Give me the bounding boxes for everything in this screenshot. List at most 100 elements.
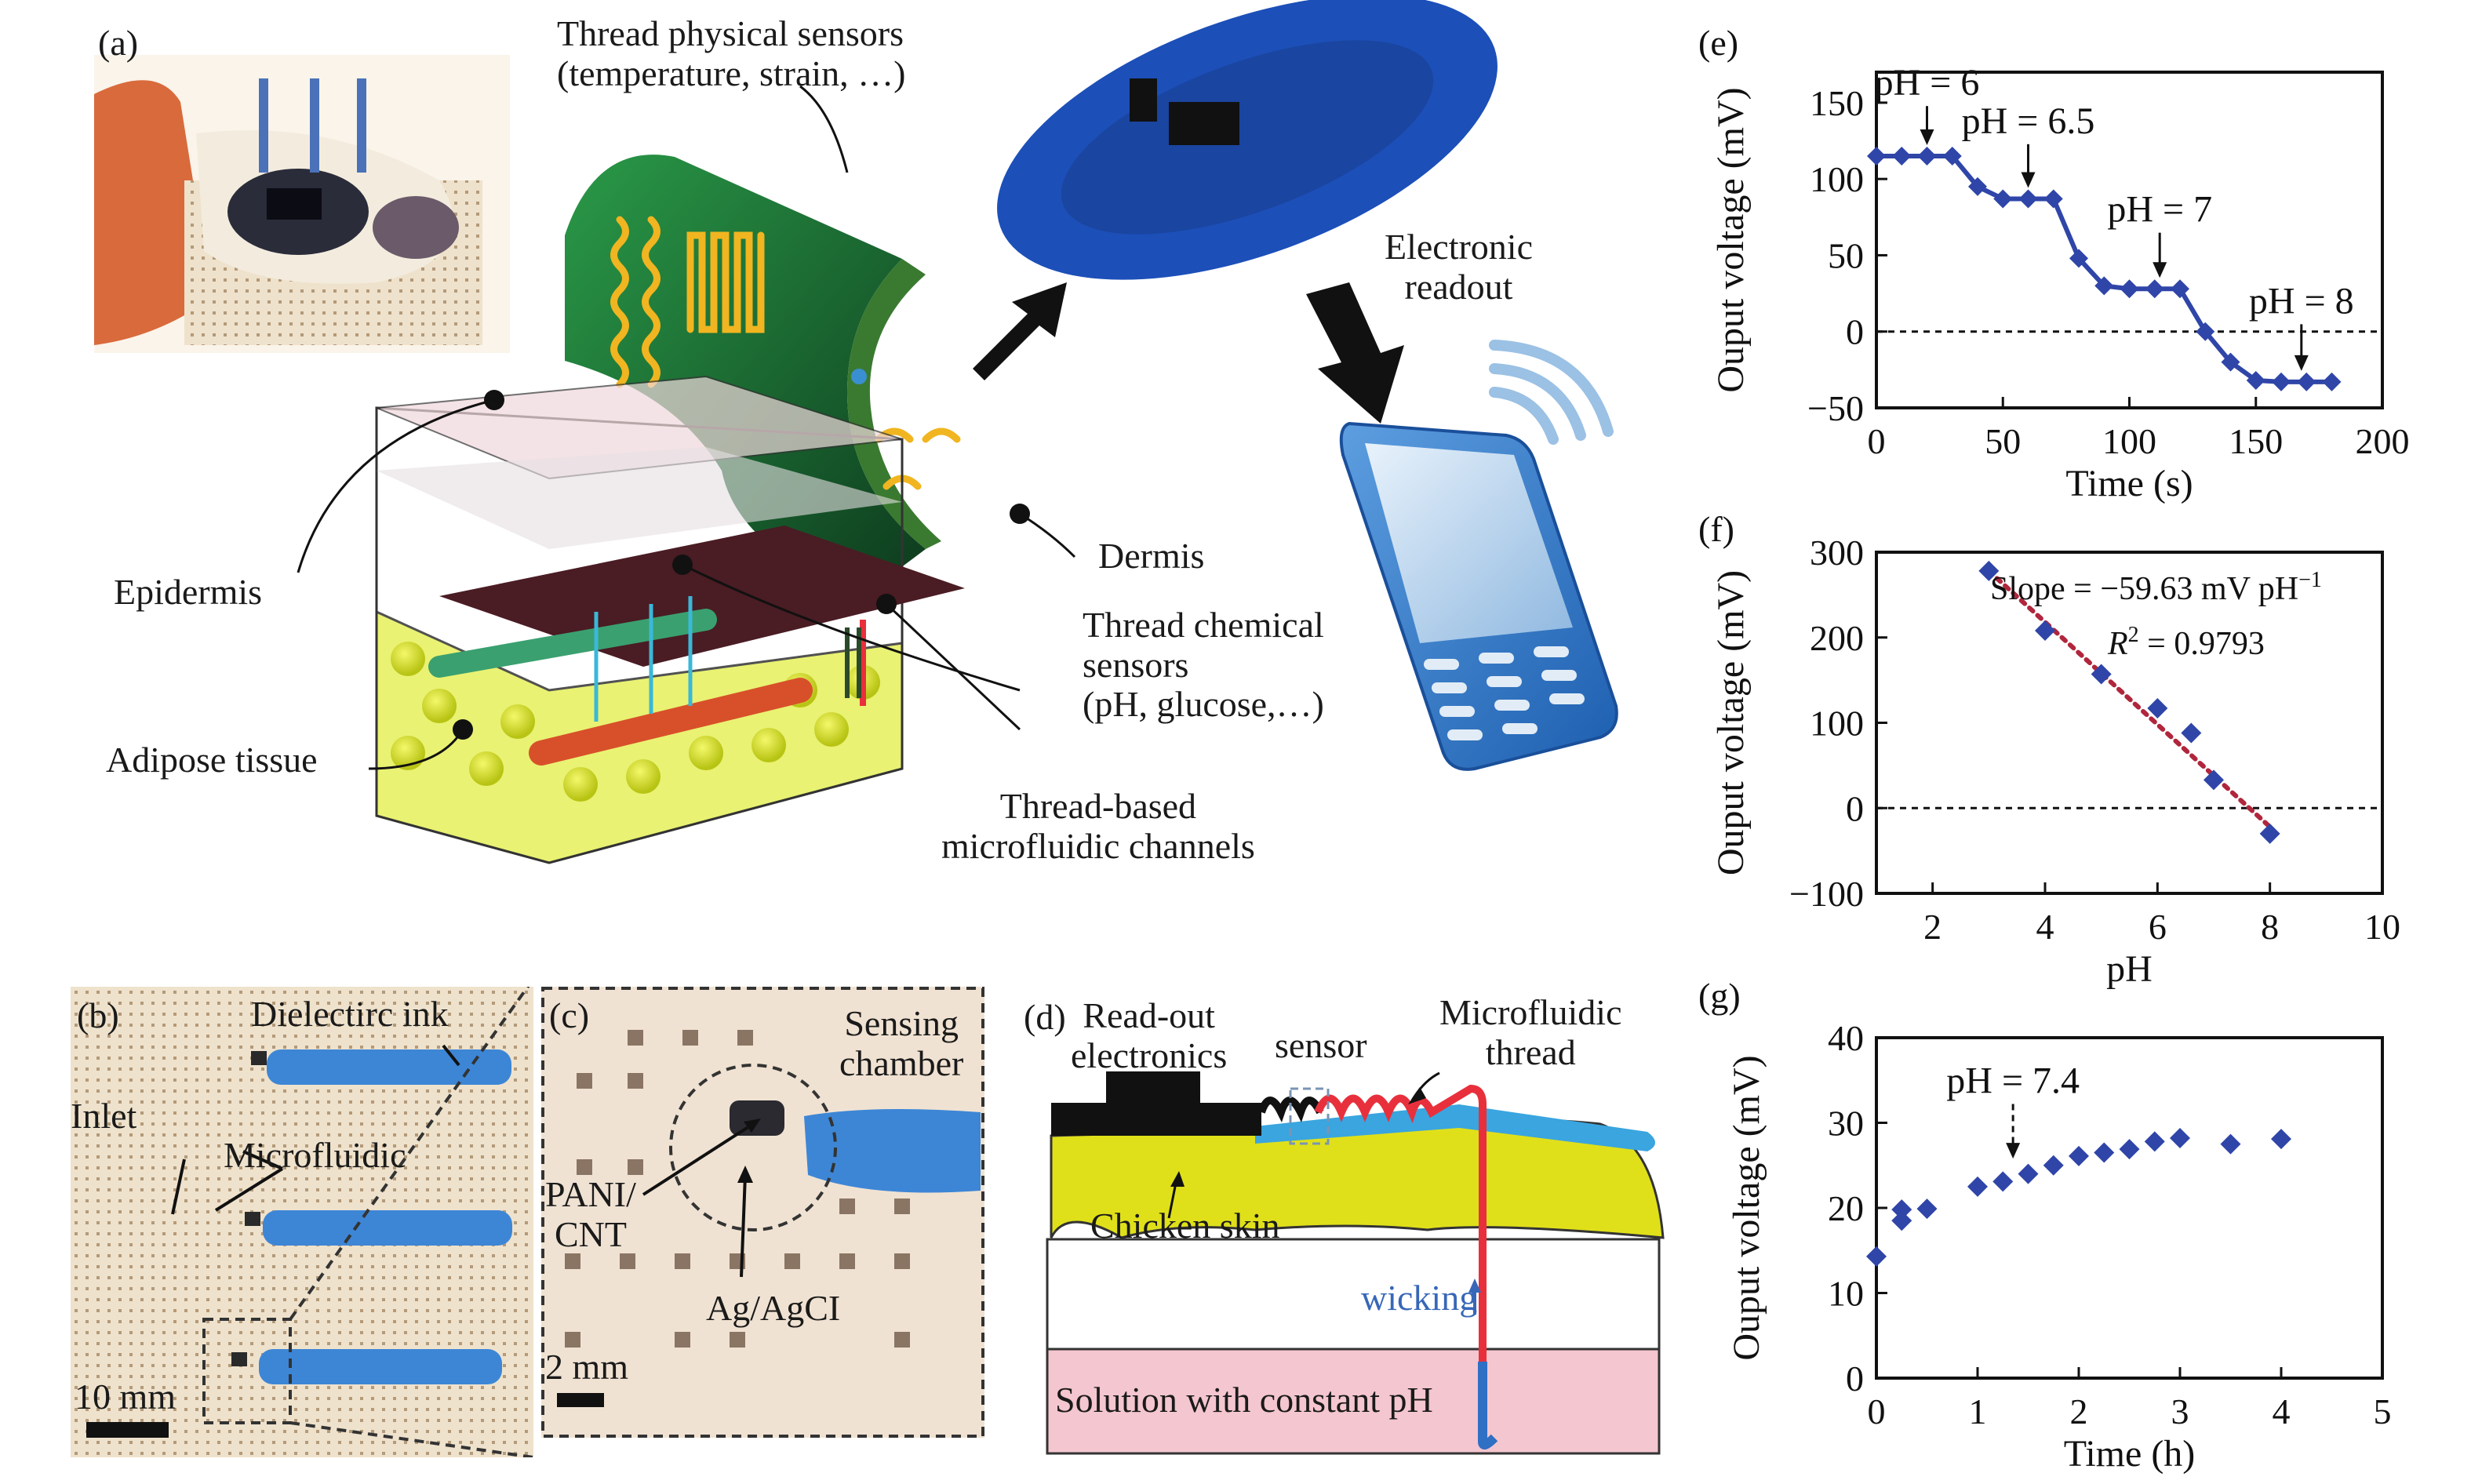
data-point bbox=[2271, 1129, 2291, 1150]
y-tick-label: 0 bbox=[1846, 788, 1864, 828]
epidermis-label: Epidermis bbox=[114, 572, 263, 612]
x-tick-label: 0 bbox=[1868, 1391, 1886, 1431]
data-point bbox=[2035, 620, 2055, 642]
panel-b-label: (b) bbox=[77, 995, 119, 1035]
panel-a: (a) Thread physical sensors (temperature… bbox=[0, 0, 1687, 941]
data-point bbox=[1992, 1171, 2014, 1192]
panel-d: (d) Read-out electronics sensor Microflu… bbox=[1020, 987, 1687, 1457]
data-point bbox=[1916, 1198, 1938, 1220]
x-axis-label: Time (h) bbox=[2064, 1433, 2196, 1475]
label-line: Thread chemical bbox=[1083, 605, 1324, 645]
dermis-label: Dermis bbox=[1098, 536, 1205, 576]
label-line: sensors bbox=[1083, 644, 1189, 685]
label-line: thread bbox=[1485, 1031, 1576, 1072]
label-line: CNT bbox=[554, 1213, 627, 1254]
thread-microfluidic-label: Thread-based microfluidic channels bbox=[941, 786, 1255, 866]
label-line: Thread-based bbox=[999, 786, 1197, 826]
data-point bbox=[2204, 769, 2224, 791]
electronic-readout-label: Electronic readout bbox=[1385, 227, 1533, 307]
x-tick-label: 4 bbox=[2273, 1391, 2291, 1431]
annotation-label: pH = 6 bbox=[1875, 62, 1980, 104]
sensing-chamber-label: Sensing chamber bbox=[839, 1003, 963, 1083]
data-point bbox=[2181, 722, 2202, 744]
label-line: readout bbox=[1404, 266, 1513, 307]
annotation-arrowhead bbox=[2294, 355, 2309, 371]
data-point bbox=[1993, 189, 2013, 209]
chart-panel-label: (f) bbox=[1698, 509, 1734, 549]
y-tick-label: 300 bbox=[1810, 533, 1864, 573]
annotation-label: pH = 8 bbox=[2249, 280, 2354, 322]
scale-label: 10 mm bbox=[75, 1377, 176, 1417]
y-tick-label: 200 bbox=[1810, 618, 1864, 658]
scale-bar bbox=[557, 1393, 604, 1407]
solution-label: Solution with constant pH bbox=[1055, 1380, 1433, 1420]
y-axis-label: Ouput voltage (mV) bbox=[1726, 1055, 1767, 1360]
panel-c: (c) Sensing chamber PANI/ CNT Ag/AgCI 2 … bbox=[541, 987, 984, 1438]
arrow-icon bbox=[973, 282, 1067, 380]
r2-annotation: R2 = 0.9793 bbox=[2107, 623, 2265, 662]
data-point bbox=[2171, 279, 2189, 299]
x-tick-label: 5 bbox=[2374, 1391, 2392, 1431]
chart-g bbox=[1866, 1036, 2384, 1380]
label-line: Electronic bbox=[1385, 227, 1534, 267]
data-point bbox=[2322, 372, 2342, 391]
panel-d-diagram bbox=[1046, 1071, 1665, 1455]
y-tick-label: 40 bbox=[1828, 1018, 1864, 1058]
y-tick-label: 100 bbox=[1810, 159, 1864, 199]
x-tick-label: 200 bbox=[2356, 421, 2410, 461]
wicking-label: wicking bbox=[1361, 1278, 1478, 1318]
data-point bbox=[1892, 147, 1912, 165]
data-point bbox=[2259, 823, 2280, 844]
annotation-label: pH = 7.4 bbox=[1946, 1060, 2080, 1102]
annotation-arrowhead bbox=[2153, 262, 2167, 278]
data-point bbox=[2144, 1131, 2165, 1152]
data-point bbox=[2246, 370, 2265, 390]
x-axis-label: Time (s) bbox=[2065, 463, 2193, 504]
y-axis-label: Ouput voltage (mV) bbox=[1710, 87, 1752, 392]
inlet-label: Inlet bbox=[71, 1096, 137, 1136]
thread-chemical-sensors-label: Thread chemical sensors (pH, glucose,…) bbox=[1083, 605, 1324, 725]
data-point bbox=[2069, 1145, 2089, 1166]
x-tick-label: 6 bbox=[2149, 907, 2167, 947]
panel-a-illustration bbox=[94, 0, 1618, 864]
panel-a-label: (a) bbox=[98, 23, 139, 63]
data-point bbox=[2147, 698, 2168, 719]
fit-line bbox=[1986, 568, 2273, 830]
chicken-skin-label: Chicken skin bbox=[1090, 1206, 1280, 1246]
chart-panel-label: (g) bbox=[1698, 976, 1741, 1016]
x-tick-label: 150 bbox=[2229, 421, 2283, 461]
data-point bbox=[2119, 1139, 2140, 1160]
data-point bbox=[2220, 1133, 2241, 1155]
y-tick-label: 30 bbox=[1828, 1104, 1864, 1144]
arrow-icon bbox=[1306, 282, 1404, 424]
data-point bbox=[2069, 249, 2088, 268]
pani-cnt-label: PANI/ CNT bbox=[545, 1174, 636, 1254]
data-point bbox=[1867, 147, 1886, 165]
y-tick-label: 50 bbox=[1828, 235, 1864, 275]
sensor-label: sensor bbox=[1275, 1025, 1367, 1065]
series-line bbox=[1876, 154, 2332, 384]
x-axis-label: pH bbox=[2106, 948, 2153, 990]
label-line: Read-out bbox=[1083, 995, 1215, 1035]
data-point bbox=[1967, 1176, 1988, 1197]
data-point bbox=[2043, 1155, 2064, 1176]
y-tick-label: −50 bbox=[1807, 388, 1864, 428]
y-tick-label: 150 bbox=[1810, 83, 1864, 123]
chart-e bbox=[1867, 71, 2384, 409]
y-tick-label: 0 bbox=[1846, 312, 1864, 352]
annotation-arrowhead bbox=[2021, 172, 2036, 188]
wireless-signal-icon bbox=[1489, 340, 1614, 445]
x-tick-label: 8 bbox=[2261, 907, 2279, 947]
flexible-circuit-board bbox=[997, 0, 1498, 280]
data-point bbox=[2272, 372, 2291, 391]
panel-b-photo bbox=[71, 987, 533, 1457]
phone-icon bbox=[1339, 421, 1618, 771]
scale-label: 2 mm bbox=[545, 1347, 629, 1387]
data-point bbox=[2297, 372, 2316, 391]
ag-agcl-label: Ag/AgCI bbox=[706, 1288, 841, 1328]
data-point bbox=[2043, 189, 2063, 209]
photo-hand-patch bbox=[94, 55, 510, 353]
data-point bbox=[1891, 1210, 1912, 1231]
chart-panel-label: (e) bbox=[1698, 23, 1738, 63]
